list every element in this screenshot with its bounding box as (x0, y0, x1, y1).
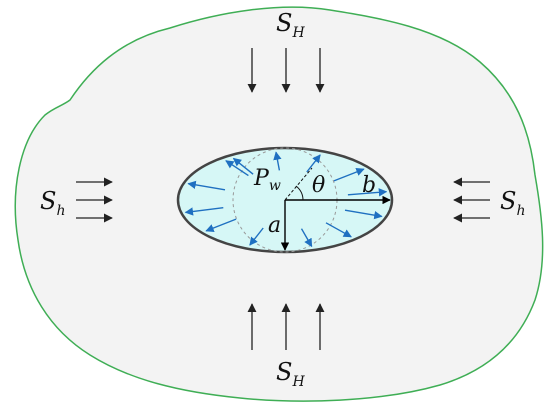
theta-label: θ (312, 173, 325, 198)
pressure-arrow-11 (184, 207, 224, 216)
pressure-arrows (184, 151, 388, 248)
pressure-arrow-5 (347, 188, 388, 197)
pressure-arrow-8 (300, 228, 313, 248)
pressure-arrow-13 (225, 160, 249, 177)
right-stress-label: Sh (500, 187, 525, 219)
pressure-arrow-10 (205, 218, 237, 233)
bottom-stress-label: SH (276, 358, 305, 390)
pressure-arrow-6 (344, 209, 383, 220)
top-stress-label: SH (276, 9, 305, 41)
pressure-arrow-4 (333, 167, 365, 182)
theta-arc (295, 185, 304, 201)
pressure-label: Pw (253, 166, 281, 194)
pressure-arrow-3 (306, 154, 321, 173)
pressure-arrow-12 (187, 180, 226, 191)
pressure-arrow-9 (249, 227, 264, 246)
left-stress-label: Sh (40, 187, 65, 219)
pressure-arrow-2 (273, 151, 282, 171)
semi-axis-b-label: b (362, 173, 376, 198)
pressure-arrow-7 (325, 222, 352, 238)
top-stress-arrows (247, 48, 325, 93)
theta-radius-line (284, 167, 313, 201)
bottom-stress-arrows (247, 303, 325, 350)
right-stress-arrows (453, 177, 490, 223)
pressure-arrow-1 (232, 157, 254, 175)
semi-axis-a-label: a (268, 213, 281, 238)
left-stress-arrows (76, 177, 113, 223)
